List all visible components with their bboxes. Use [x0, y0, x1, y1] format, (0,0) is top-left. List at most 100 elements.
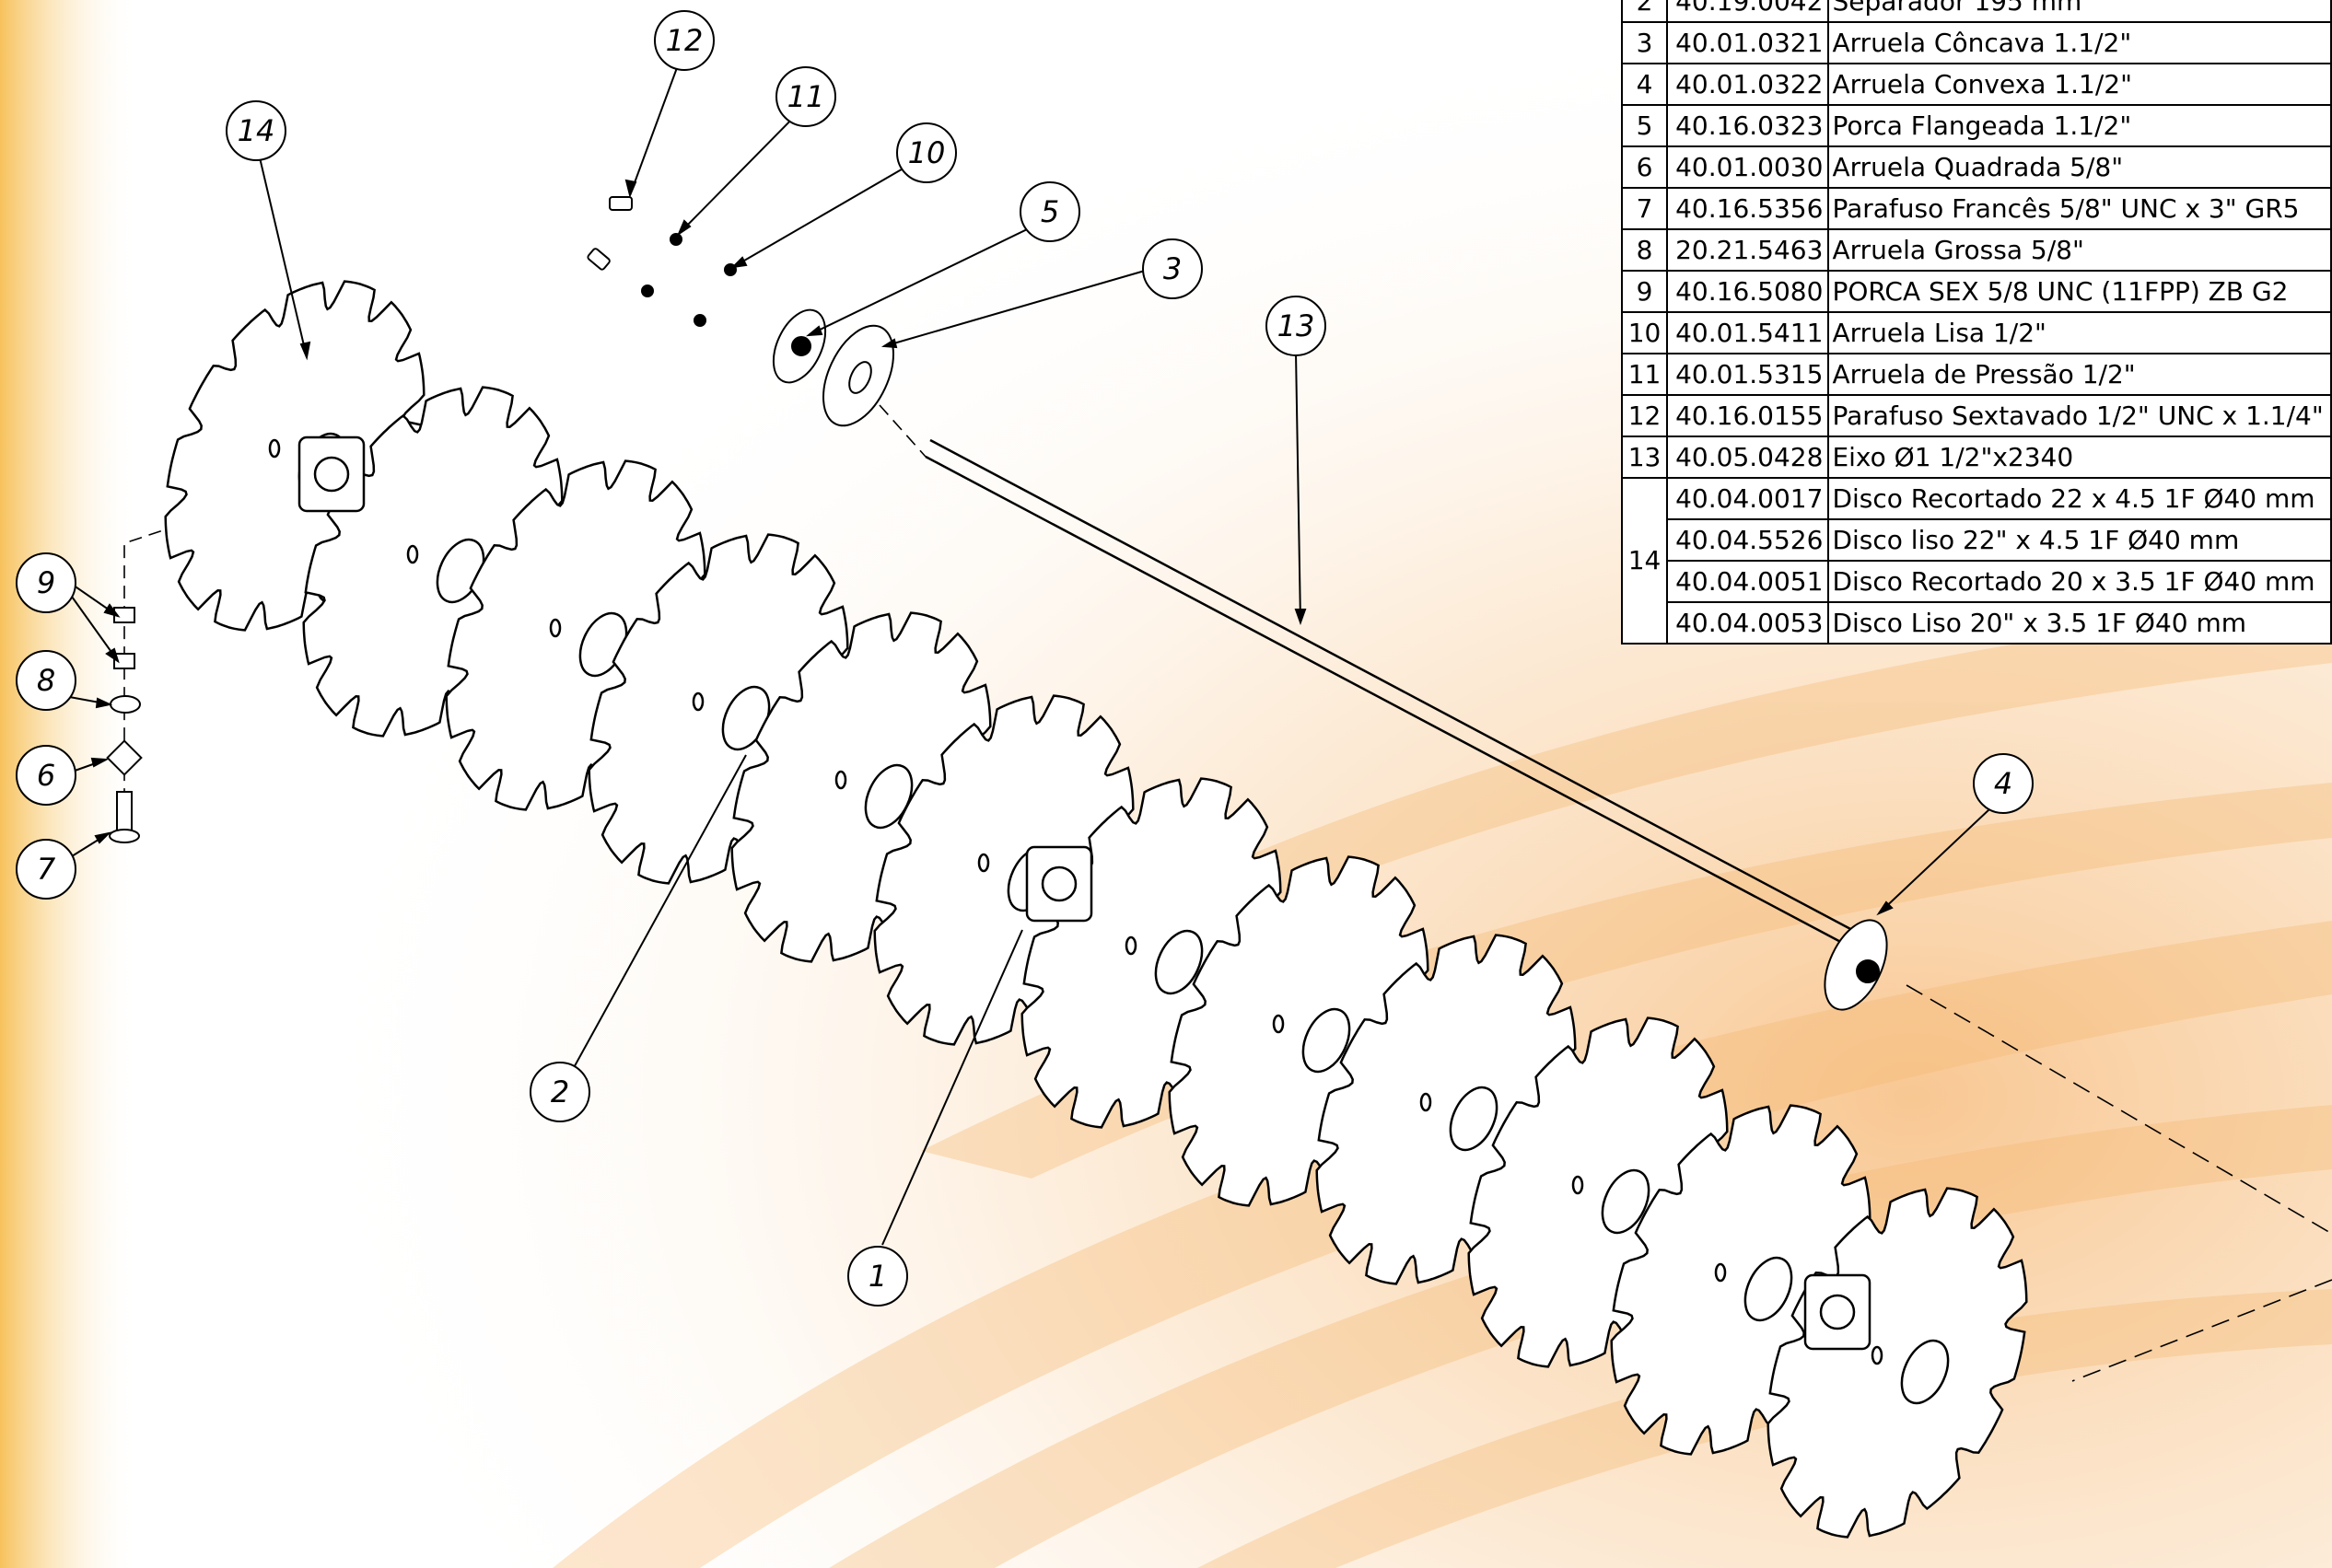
callout-10: 10 — [896, 122, 957, 183]
disc-bolt-hole — [977, 853, 990, 873]
square-washer-6 — [106, 739, 143, 776]
disc-9 — [1315, 934, 1577, 1285]
svg-text:11: 11 — [787, 79, 825, 114]
part-code: 40.01.5411 — [1666, 311, 1830, 354]
part-code: 40.04.0051 — [1666, 560, 1830, 603]
disc-8 — [1168, 855, 1429, 1207]
spacer-hub — [1154, 929, 1204, 995]
hardware-parts — [106, 196, 1888, 1011]
item-number: 14 — [1620, 477, 1669, 645]
callout-1: 1 — [847, 1246, 908, 1307]
part-description: Porca Flangeada 1.1/2" — [1827, 104, 2332, 147]
item-number: 9 — [1620, 270, 1669, 313]
part-description: Disco Liso 20" x 3.5 1F Ø40 mm — [1827, 601, 2332, 645]
axis-return-line — [2071, 1279, 2332, 1382]
callout-12: 12 — [654, 10, 715, 71]
item-number: 6 — [1620, 145, 1669, 189]
disc-11 — [1610, 1104, 1871, 1456]
part-description: Parafuso Francês 5/8" UNC x 3" GR5 — [1827, 187, 2332, 230]
disc-10 — [1467, 1016, 1729, 1368]
svg-text:3: 3 — [1163, 251, 1182, 286]
part-code: 20.21.5463 — [1666, 228, 1830, 272]
bolt-12 — [587, 196, 633, 271]
discs — [164, 280, 2028, 1539]
svg-text:2: 2 — [551, 1074, 569, 1109]
axle-shaft — [879, 404, 1884, 964]
item-number: 4 — [1620, 63, 1669, 106]
part-description: Disco Recortado 22 x 4.5 1F Ø40 mm — [1827, 477, 2332, 520]
part-code: 40.16.0323 — [1666, 104, 1830, 147]
disc-bolt-hole — [692, 691, 705, 712]
disc-bolt-hole — [1419, 1092, 1432, 1112]
spacer-hub — [1743, 1256, 1793, 1322]
part-description: Arruela Grossa 5/8" — [1827, 228, 2332, 272]
disc-bolt-hole — [1272, 1014, 1285, 1034]
part-description: Disco Recortado 20 x 3.5 1F Ø40 mm — [1827, 560, 2332, 603]
part-code: 40.16.0155 — [1666, 394, 1830, 437]
disc-bolt-hole — [549, 618, 562, 638]
leader-lines — [64, 47, 1990, 1246]
svg-text:13: 13 — [1277, 308, 1315, 343]
disc-1 — [164, 280, 426, 632]
spacer-hub — [1301, 1007, 1351, 1074]
callout-7: 7 — [16, 839, 76, 900]
part-description: Arruela Quadrada 5/8" — [1827, 145, 2332, 189]
part-code: 40.19.0042 — [1666, 0, 1830, 23]
svg-text:8: 8 — [37, 663, 55, 698]
disc-2 — [302, 386, 564, 738]
svg-text:9: 9 — [37, 565, 55, 600]
part-description: Arruela Côncava 1.1/2" — [1827, 21, 2332, 64]
item-number: 10 — [1620, 311, 1669, 354]
part-code: 40.04.5526 — [1666, 518, 1830, 562]
svg-text:7: 7 — [37, 852, 56, 887]
svg-text:10: 10 — [908, 135, 946, 170]
item-number: 11 — [1620, 353, 1669, 396]
disc-bolt-hole — [406, 544, 419, 564]
disc-bolt-hole — [1125, 935, 1137, 956]
svg-text:14: 14 — [238, 113, 275, 148]
svg-text:12: 12 — [666, 23, 704, 58]
disc-12 — [1766, 1187, 2028, 1539]
thick-washer-8 — [110, 695, 141, 714]
disc-bolt-hole — [834, 770, 847, 790]
disc-bolt-hole — [1714, 1262, 1727, 1283]
flange-nut-5 — [772, 308, 827, 384]
part-description: Arruela Convexa 1.1/2" — [1827, 63, 2332, 106]
disc-5 — [730, 611, 992, 963]
convex-washer-4 — [1824, 919, 1888, 1011]
item-number: 12 — [1620, 394, 1669, 437]
spacer-hub — [1449, 1086, 1498, 1152]
carriage-bolt-7 — [109, 791, 140, 843]
svg-text:5: 5 — [1041, 194, 1059, 229]
callout-8: 8 — [16, 650, 76, 711]
svg-text:1: 1 — [869, 1259, 887, 1294]
part-description: PORCA SEX 5/8 UNC (11FPP) ZB G2 — [1827, 270, 2332, 313]
item-number: 8 — [1620, 228, 1669, 272]
concave-washer-3 — [822, 324, 894, 427]
item-number: 3 — [1620, 21, 1669, 64]
svg-text:6: 6 — [37, 758, 55, 793]
disc-3 — [445, 459, 706, 811]
disc-4 — [588, 533, 849, 885]
item-number: 7 — [1620, 187, 1669, 230]
part-description: Eixo Ø1 1/2"x2340 — [1827, 436, 2332, 479]
bearing-bore — [1041, 865, 1078, 902]
part-code: 40.01.5315 — [1666, 353, 1830, 396]
part-code: 40.01.0321 — [1666, 21, 1830, 64]
callout-2: 2 — [530, 1062, 590, 1122]
part-code: 40.05.0428 — [1666, 436, 1830, 479]
bearing-bore — [313, 456, 350, 493]
